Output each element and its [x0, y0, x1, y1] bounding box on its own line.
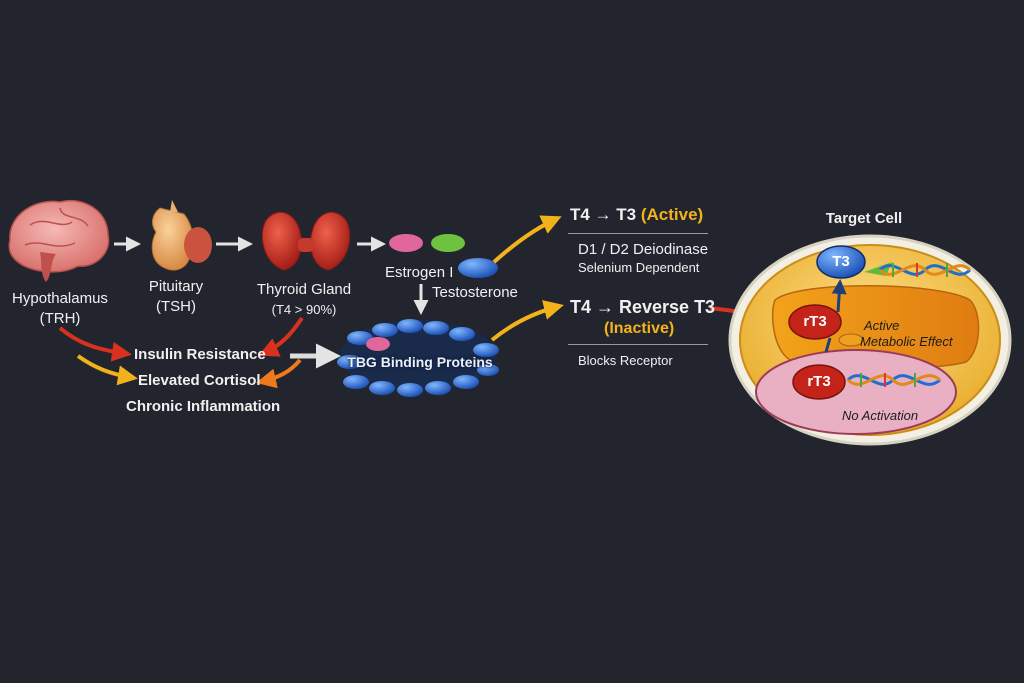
t3-label: T3 — [832, 253, 850, 270]
active-tag: (Active) — [640, 205, 704, 224]
testosterone-pill-icon — [458, 258, 498, 278]
active-effect-line2: Metabolic Effect — [860, 334, 953, 349]
arrow-hypothalamus-insulin — [58, 326, 132, 362]
estrogen-label: Estrogen I — [385, 264, 454, 281]
dna-helix-upper-icon — [878, 263, 972, 277]
pituitary-hormone: (TSH) — [156, 298, 196, 315]
arrow-to-reverse-pathway — [490, 300, 564, 342]
active-detail-selenium: Selenium Dependent — [578, 260, 700, 275]
target-cell-title: Target Cell — [825, 210, 903, 227]
tbg-label: TBG Binding Proteins — [347, 354, 493, 370]
dna-helix-lower-icon — [846, 373, 941, 387]
arrow-to-active-pathway — [492, 215, 562, 264]
active-pathway-title: T4 → T3 (Active) — [570, 205, 704, 224]
factor-insulin-resistance: Insulin Resistance — [134, 346, 266, 363]
estrogen-pill-icon — [389, 234, 423, 252]
t3-badge-icon — [816, 245, 866, 279]
arrow-t3-upward — [831, 279, 847, 313]
divider-active — [568, 233, 708, 234]
connector-rt3 — [824, 337, 832, 353]
divider-reverse — [568, 344, 708, 345]
thyroid-gland-icon — [261, 211, 351, 271]
reverse-detail-blocks: Blocks Receptor — [578, 353, 673, 368]
testosterone-label: Testosterone — [432, 284, 518, 301]
factor-chronic-inflammation: Chronic Inflammation — [126, 398, 281, 415]
reverse-pathway-subtitle: (Inactive) — [604, 320, 675, 337]
reverse-pathway-title: T4 → Reverse T3 — [570, 297, 716, 317]
pituitary-icon — [151, 200, 212, 271]
arrow-cortisol — [256, 358, 302, 389]
arrow-hypothalamus-cortisol — [76, 354, 138, 386]
rt3-badge-lower-icon — [792, 364, 846, 400]
green-pill-icon — [431, 234, 465, 252]
pituitary-label: Pituitary — [148, 278, 204, 295]
active-detail-deiodinase: D1 / D2 Deiodinase — [578, 241, 709, 258]
rt3-badge-upper-icon — [788, 304, 842, 340]
rt3-lower-label: rT3 — [807, 373, 831, 390]
arrow-thyroid-insulin — [258, 316, 304, 357]
brain-icon — [8, 199, 110, 282]
factor-elevated-cortisol: Elevated Cortisol — [138, 372, 261, 389]
hypothalamus-hormone: (TRH) — [39, 310, 81, 327]
tbg-protein-cluster-icon — [337, 319, 499, 397]
hypothalamus-label: Hypothalamus — [12, 290, 108, 307]
thyroid-hormone: (T4 > 90%) — [271, 302, 337, 317]
no-activation-label: No Activation — [842, 408, 919, 423]
active-effect-line1: Active — [864, 318, 900, 333]
rt3-upper-label: rT3 — [803, 313, 827, 330]
thyroid-label: Thyroid Gland — [256, 281, 352, 298]
receptor-pill-icon — [838, 333, 864, 347]
